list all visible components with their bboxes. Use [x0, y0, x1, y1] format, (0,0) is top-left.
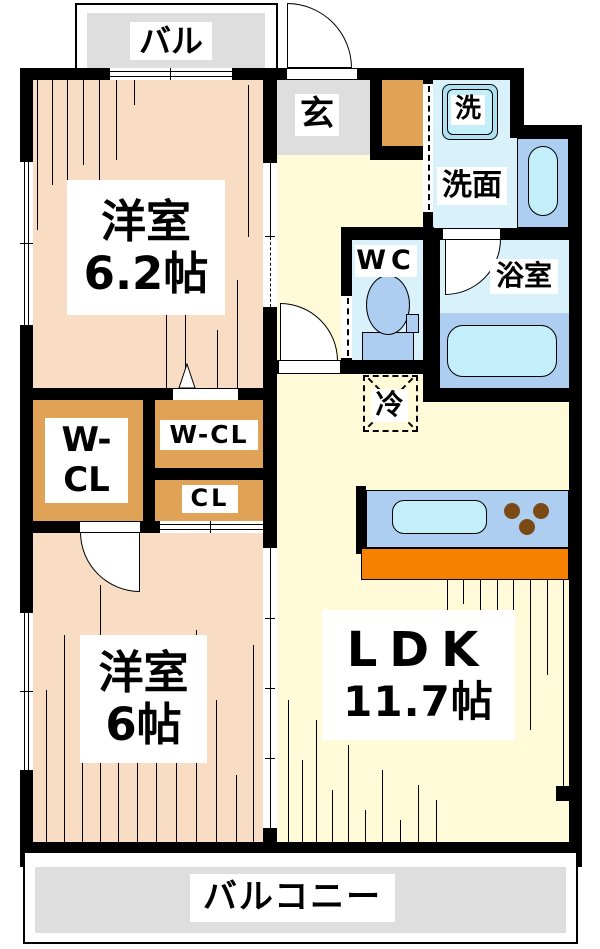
grain	[447, 580, 448, 613]
window-room1-left	[20, 162, 33, 325]
grain	[400, 820, 401, 842]
grain	[253, 645, 254, 842]
refrigerator-space	[363, 375, 418, 432]
grain	[67, 80, 68, 215]
label-room2: 洋室 6帖	[80, 635, 207, 763]
folding-door-washroom	[423, 84, 433, 212]
grain	[137, 740, 138, 842]
sliding-door-room1	[263, 163, 277, 307]
grain	[248, 85, 249, 237]
grain	[563, 580, 564, 793]
window-room2-left	[20, 613, 33, 770]
label-entrance: 玄	[295, 94, 339, 136]
label-closet: CL	[182, 485, 238, 513]
ldk-name: LDK	[346, 622, 491, 679]
grain	[237, 280, 238, 388]
label-bathroom: 浴室	[490, 259, 558, 294]
wall-wc-bath-v	[423, 240, 440, 402]
grain	[302, 760, 303, 842]
front-door-opening	[287, 68, 357, 80]
wall-entrance	[370, 80, 382, 160]
grain	[166, 300, 167, 388]
wall-top	[20, 68, 513, 80]
label-washing-machine: 洗	[451, 94, 485, 125]
grain	[332, 790, 333, 842]
label-room1: 洋室 6.2帖	[67, 180, 225, 315]
wall-step-h	[510, 125, 582, 138]
grain	[530, 580, 531, 730]
bathtub-icon	[447, 325, 557, 377]
grain	[236, 775, 237, 842]
grain	[82, 715, 83, 842]
room1-size: 6.2帖	[83, 246, 209, 300]
grain	[365, 810, 366, 842]
grain	[436, 800, 437, 842]
grain	[176, 760, 177, 842]
grain	[37, 80, 38, 230]
wall-wc-top	[341, 227, 434, 240]
grain	[99, 80, 100, 248]
vanity-sink-icon	[528, 146, 558, 216]
wall-under-shoebox	[370, 146, 433, 160]
grain	[46, 690, 47, 842]
wall-closet-mid-h	[143, 468, 277, 480]
grain	[216, 700, 217, 842]
kitchen-base	[361, 548, 569, 580]
grain	[382, 770, 383, 842]
wall-wc-left	[341, 227, 352, 360]
grain	[64, 635, 65, 842]
label-balcony-bottom: バルコニー	[190, 874, 395, 922]
wall-closet-mid-v	[143, 388, 155, 533]
wall-corner-notch	[556, 786, 570, 801]
label-balcony-top: バル	[130, 22, 212, 60]
stove-burner-icon	[519, 519, 535, 535]
grain	[156, 690, 157, 842]
window-room1-top	[110, 68, 232, 80]
grain	[348, 745, 349, 842]
room2-name: 洋室	[98, 646, 189, 700]
shoe-cabinet	[382, 80, 423, 146]
grain	[83, 80, 84, 165]
label-refrigerator: 冷	[371, 389, 408, 422]
toilet-flush	[406, 314, 419, 333]
folding-door-wc	[341, 296, 352, 358]
toilet-bowl-icon	[366, 275, 410, 335]
grain	[217, 330, 218, 388]
ldk-size: 11.7帖	[343, 677, 494, 727]
ldk-floor	[277, 373, 569, 842]
label-washroom: 洗面	[437, 167, 507, 205]
stove-burner-icon	[533, 503, 549, 519]
room1-name: 洋室	[100, 194, 191, 248]
grain	[418, 785, 419, 842]
label-ldk: LDK 11.7帖	[322, 610, 515, 740]
wall-step-v	[510, 68, 524, 138]
grain	[547, 580, 548, 675]
label-wic-small: W-CL	[160, 420, 258, 450]
sliding-partition-room2-ldk	[263, 548, 277, 828]
grain	[316, 720, 317, 842]
toilet-tank	[362, 332, 414, 361]
opening-wic-small	[173, 389, 238, 400]
front-door-arc	[287, 3, 352, 68]
label-wc: WC	[355, 245, 417, 277]
grain	[288, 700, 289, 842]
wall-right	[569, 125, 582, 860]
stove-burner-icon	[504, 503, 520, 519]
grain	[463, 580, 464, 604]
fold-mark-wic-small	[178, 363, 196, 389]
label-wic-main: W- CL	[45, 418, 128, 503]
grain	[513, 580, 514, 630]
grain	[52, 80, 53, 185]
wall-bath-bottom	[423, 388, 582, 402]
sliding-door-closet	[160, 521, 263, 533]
wall-kitchen-stub	[356, 486, 366, 554]
grain	[134, 80, 135, 105]
grain	[116, 80, 117, 160]
room2-size: 6帖	[105, 698, 182, 751]
kitchen-sink-icon	[392, 500, 487, 534]
ldk-door-opening	[279, 360, 340, 374]
